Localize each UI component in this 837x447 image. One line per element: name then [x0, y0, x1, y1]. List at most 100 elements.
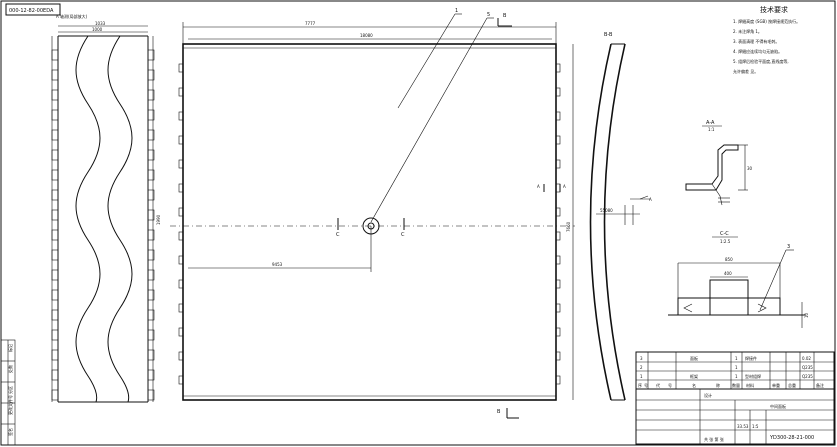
front-side-tab	[555, 231, 561, 241]
tb-h-9: 总重	[788, 382, 796, 388]
view-a-tick	[51, 389, 59, 401]
view-a-tick	[51, 309, 59, 321]
strip-label-4: 更改文件号	[7, 395, 13, 415]
leader-1-label: 1	[455, 8, 458, 14]
view-a-tick	[147, 69, 155, 81]
view-a-tick	[51, 249, 59, 261]
section-a-right: A	[563, 184, 566, 189]
section-cc-base	[677, 297, 781, 316]
view-a-tick	[51, 209, 59, 221]
note-5: 5. 组焊后检验平面度,直线度等,	[733, 58, 789, 64]
note-2: 2. 未注焊角 1。	[733, 28, 762, 34]
front-dim-outer-label: 7777	[305, 21, 316, 26]
tb-r1-c1: 3	[640, 356, 643, 361]
front-side-tabs	[178, 63, 561, 385]
section-aa-scale: 1:1	[708, 127, 715, 132]
code-box-text: 000-12-82-00EDA	[9, 8, 54, 14]
tb-drawing-name: 中间面板	[770, 403, 786, 409]
note-4: 4. 焊缝应连续均匀无缺陷。	[733, 48, 782, 54]
section-cc-scale: 1:2.5	[720, 239, 731, 244]
tb-r3-c4: 1	[735, 374, 738, 379]
strip-label-1: 标记	[7, 344, 13, 352]
section-aa-profile	[685, 144, 739, 191]
view-a-tick	[147, 349, 155, 361]
tb-r3-c3: 框架	[690, 373, 698, 379]
tb-r2-c1: 2	[640, 365, 643, 370]
tb-h-3: 号	[668, 382, 672, 388]
view-a-tick	[147, 369, 155, 381]
section-bb: B-B 55080 A	[589, 32, 652, 401]
leader-1-line	[397, 13, 456, 109]
front-side-tab	[178, 375, 184, 385]
front-side-tab	[555, 375, 561, 385]
tb-h-8: 单重	[772, 382, 780, 388]
tb-h-2: 代	[656, 382, 660, 388]
tb-weight: 33.53	[737, 424, 749, 429]
view-a-tick	[51, 329, 59, 341]
section-cc-arrow-left	[683, 303, 693, 313]
front-side-tab	[178, 63, 184, 73]
front-side-tab	[178, 183, 184, 193]
tb-r1-c5: 焊接件	[745, 355, 757, 361]
view-a-tick	[51, 189, 59, 201]
front-side-tab	[178, 111, 184, 121]
note-3: 3. 表面清理 不得有毛刺。	[733, 38, 779, 44]
view-a-tick	[147, 229, 155, 241]
front-panel-outline	[182, 43, 557, 401]
tb-drawing-number: YD300-28-21-000	[769, 435, 814, 441]
section-cc-dim-top-label: 850	[725, 257, 733, 262]
view-a-tick	[147, 329, 155, 341]
view-a-wave-right	[107, 35, 133, 403]
tb-h-1: 号	[644, 382, 648, 388]
technical-notes: 技术要求 1. 焊缝高度 (SGB) 按焊接规范执行。 2. 未注焊角 1。 3…	[733, 5, 800, 74]
section-bb-arrow-label: A	[649, 197, 652, 202]
view-a-ticks	[51, 49, 155, 401]
view-a-tick	[51, 149, 59, 161]
section-a-left: A	[537, 184, 540, 189]
front-side-tab	[178, 303, 184, 313]
front-side-tab	[178, 207, 184, 217]
section-aa: A-A 1:1 30	[685, 120, 753, 206]
leader-5-line	[370, 17, 488, 223]
code-box: 000-12-82-00EDA	[5, 3, 61, 16]
dim-9453-label: 9453	[272, 262, 283, 267]
view-a-tick	[51, 369, 59, 381]
front-side-tab	[178, 255, 184, 265]
view-a-tick	[147, 49, 155, 61]
view-a-tick	[147, 269, 155, 281]
section-c-right: C	[401, 232, 405, 238]
view-a-tick	[147, 249, 155, 261]
front-side-tab	[555, 327, 561, 337]
view-a-tick	[51, 169, 59, 181]
tb-h-4: 名	[692, 382, 696, 388]
view-a-tick	[51, 109, 59, 121]
tb-r1-c7: 0.02	[802, 356, 811, 361]
view-a-tick	[51, 89, 59, 101]
tb-r2-c7: Q235	[802, 365, 813, 370]
tb-r3-c5: 型材组焊	[745, 373, 761, 379]
note-6: 允许偏差 见。	[733, 68, 758, 74]
view-a-tick	[51, 229, 59, 241]
front-side-tab	[555, 159, 561, 169]
view-a-height-dim: 1990	[156, 214, 161, 225]
front-side-tab	[555, 111, 561, 121]
view-a-title: A 轴测(局部放大)	[56, 13, 88, 19]
view-a-tick	[51, 289, 59, 301]
front-side-tab	[555, 87, 561, 97]
tb-r2-c4: 1	[735, 365, 738, 370]
section-bb-curve-inner	[603, 43, 626, 401]
view-a: A 轴测(局部放大) 1033 1000 1990	[51, 13, 161, 403]
view-a-dim-top-label: 1033	[95, 21, 106, 26]
front-side-tab	[178, 351, 184, 361]
view-a-tick	[51, 49, 59, 61]
leader-3-line	[759, 249, 787, 311]
tb-h-10: 备注	[816, 382, 824, 388]
section-aa-dim: 30	[747, 166, 753, 171]
view-a-tick	[147, 149, 155, 161]
tb-h-0: 序	[638, 382, 642, 388]
section-c-left: C	[336, 232, 340, 238]
leader-3-label: 3	[787, 244, 790, 250]
